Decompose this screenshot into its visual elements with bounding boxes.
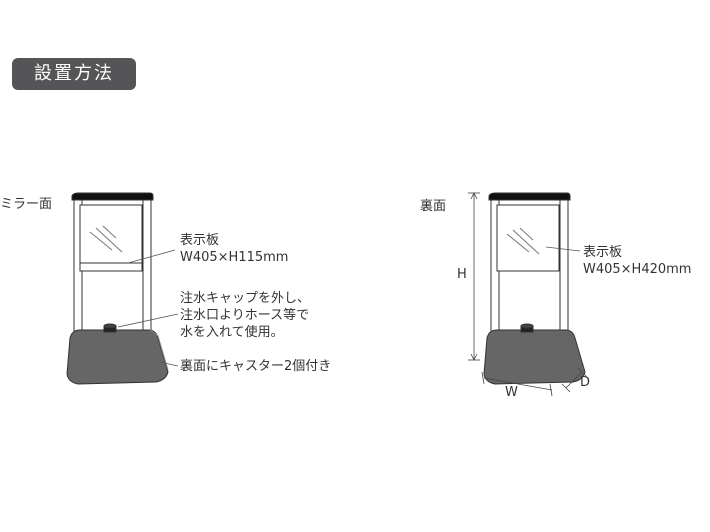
caster-note: 裏面にキャスター2個付き [180,359,332,374]
front-top-cap [71,192,154,201]
dimension-lines [468,192,587,397]
section-title-badge: 設置方法 [12,58,136,90]
back-board-size: W405×H420mm [583,262,692,277]
front-water-tank-base [66,329,169,385]
front-board-size: W405×H115mm [180,250,289,265]
water-note-line-3: 水を入れて使用。 [180,325,284,340]
height-dimension-label: H [457,267,467,282]
back-board-label: 表示板 [583,245,623,260]
front-board-label: 表示板 [180,233,220,248]
depth-dimension-line [565,371,583,389]
width-dimension-label: W [505,385,518,400]
back-stand-illustration [483,192,586,385]
front-view-label: ミラー面 [0,197,53,212]
water-note-line-2: 注水口よりホース等で [180,308,310,323]
front-sign-board [79,262,143,272]
water-note-line-1: 注水キャップを外し、 [180,291,311,306]
back-view-label: 裏面 [420,199,447,214]
front-stand-illustration [66,192,179,385]
back-right-post [559,199,569,351]
back-top-cap [488,192,571,201]
depth-dimension-label: D [580,375,591,390]
width-dimension-line [483,377,553,391]
back-water-tank-base [483,329,586,385]
front-right-post [142,199,152,351]
back-sign-board [496,204,560,272]
